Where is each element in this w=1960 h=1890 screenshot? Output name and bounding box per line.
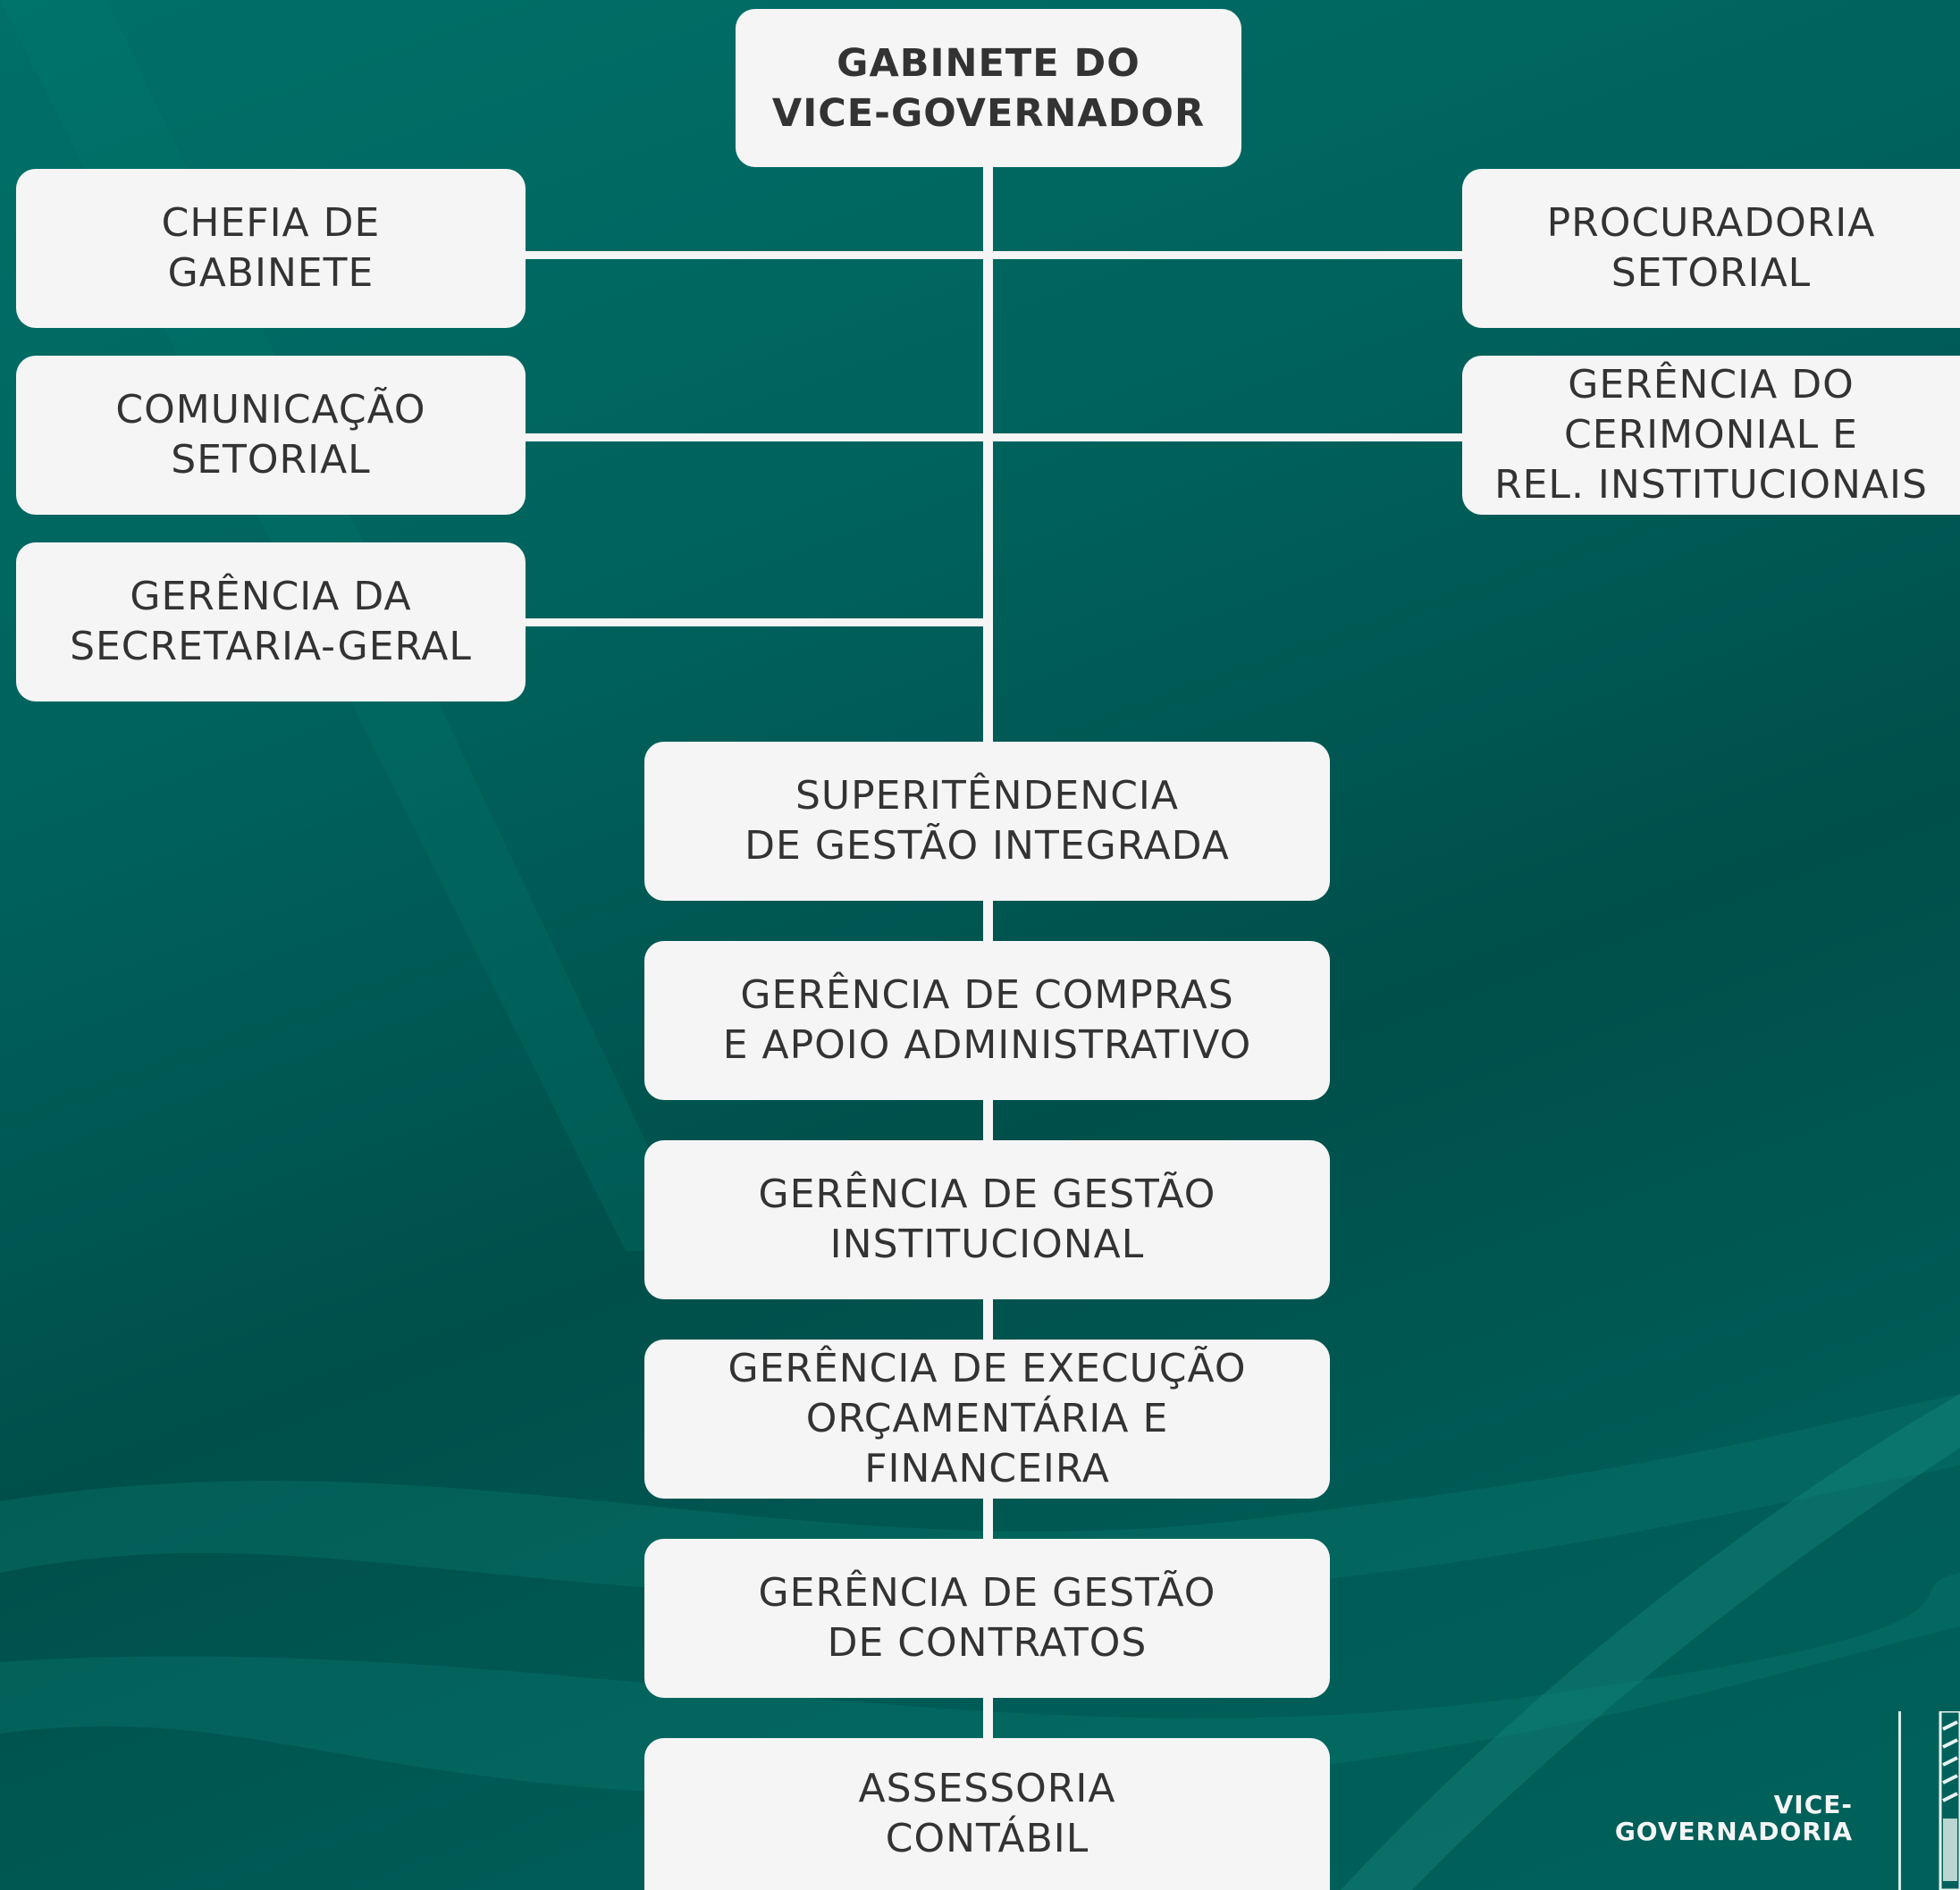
emblem-icon [1939, 1711, 1960, 1890]
node-chefia-de-gabinete[interactable]: CHEFIA DE GABINETE [16, 169, 526, 328]
node-gerencia-gestao-institucional[interactable]: GERÊNCIA DE GESTÃO INSTITUCIONAL [644, 1140, 1330, 1299]
node-gerencia-execucao-orcamentaria[interactable]: GERÊNCIA DE EXECUÇÃO ORÇAMENTÁRIA E FINA… [644, 1340, 1330, 1499]
connector-row-1 [525, 251, 1463, 259]
logo-vice-governadoria: VICE- GOVERNADORIA [1614, 1790, 1853, 1846]
node-superintendencia-gestao-integrada[interactable]: SUPERITÊNDENCIA DE GESTÃO INTEGRADA [644, 742, 1330, 901]
node-gerencia-secretaria-geral[interactable]: GERÊNCIA DA SECRETARIA-GERAL [16, 542, 526, 701]
node-gerencia-compras-apoio[interactable]: GERÊNCIA DE COMPRAS E APOIO ADMINISTRATI… [644, 941, 1330, 1100]
logo-divider [1898, 1711, 1901, 1890]
node-assessoria-contabil[interactable]: ASSESSORIA CONTÁBIL [644, 1738, 1330, 1890]
node-comunicacao-setorial[interactable]: COMUNICAÇÃO SETORIAL [16, 356, 526, 515]
connector-row-2 [525, 433, 1463, 441]
node-gabinete-vice-governador[interactable]: GABINETE DO VICE-GOVERNADOR [736, 9, 1241, 167]
node-gerencia-gestao-contratos[interactable]: GERÊNCIA DE GESTÃO DE CONTRATOS [644, 1539, 1330, 1698]
connector-row-3 [525, 618, 988, 626]
node-gerencia-cerimonial[interactable]: GERÊNCIA DO CERIMONIAL E REL. INSTITUCIO… [1462, 356, 1960, 515]
node-procuradoria-setorial[interactable]: PROCURADORIA SETORIAL [1462, 169, 1960, 328]
